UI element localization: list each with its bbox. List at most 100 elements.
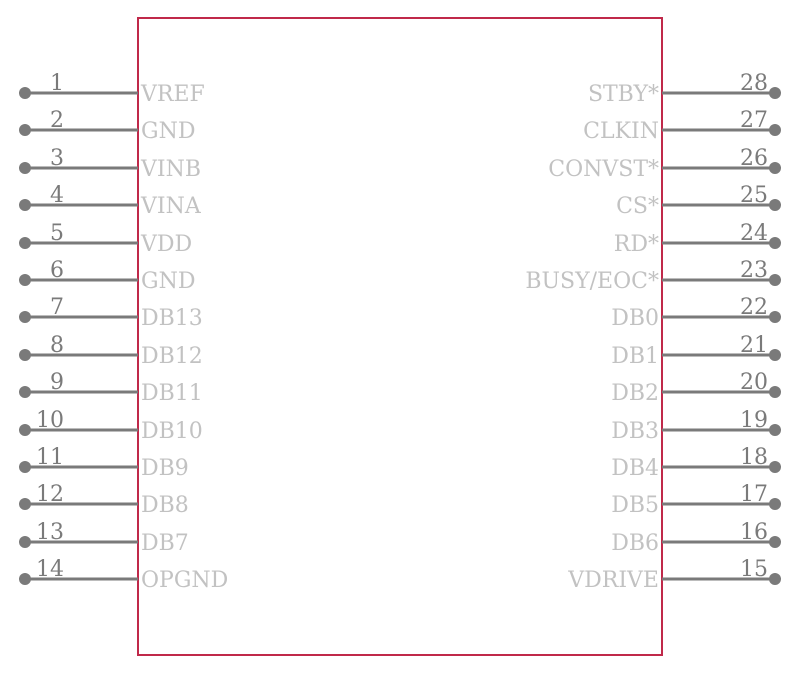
pin-number: 5 (50, 221, 64, 246)
pin-name: DB3 (611, 419, 659, 444)
pin-terminal (19, 162, 31, 174)
pin-terminal (19, 311, 31, 323)
pin-13: 13 DB7 (19, 520, 189, 556)
pin-number: 11 (36, 445, 64, 470)
pin-26: 26 CONVST* (548, 146, 781, 182)
pin-3: 3 VINB (19, 146, 201, 182)
pin-name: OPGND (141, 568, 228, 593)
pin-number: 20 (740, 370, 768, 395)
pin-name: DB13 (141, 306, 203, 331)
pin-number: 24 (740, 221, 768, 246)
pin-number: 12 (36, 482, 64, 507)
pin-22: 22 DB0 (611, 295, 781, 331)
pin-number: 10 (36, 408, 64, 433)
pin-name: VINB (140, 157, 201, 182)
pin-terminal (19, 199, 31, 211)
pin-terminal (769, 424, 781, 436)
pin-terminal (19, 237, 31, 249)
pin-name: DB5 (611, 493, 659, 518)
pin-number: 1 (50, 71, 64, 96)
pin-19: 19 DB3 (611, 408, 781, 444)
pin-name: VDRIVE (567, 568, 659, 593)
pin-name: STBY* (588, 82, 659, 107)
pin-terminal (19, 536, 31, 548)
pin-name: DB12 (141, 344, 203, 369)
pin-name: GND (141, 269, 195, 294)
pin-27: 27 CLKIN (583, 108, 781, 144)
pin-name: DB0 (611, 306, 659, 331)
pin-name: CS* (616, 194, 659, 219)
pin-number: 18 (740, 445, 768, 470)
pin-name: CLKIN (583, 119, 659, 144)
pin-terminal (19, 87, 31, 99)
pin-1: 1 VREF (19, 71, 205, 107)
pin-number: 13 (36, 520, 64, 545)
pin-number: 15 (740, 557, 768, 582)
pin-6: 6 GND (19, 258, 195, 294)
pin-name: BUSY/EOC* (525, 269, 659, 294)
pin-terminal (769, 237, 781, 249)
pin-number: 28 (740, 71, 768, 96)
pin-number: 6 (50, 258, 64, 283)
pin-24: 24 RD* (614, 221, 781, 257)
pin-name: DB4 (611, 456, 659, 481)
pin-terminal (769, 87, 781, 99)
pin-18: 18 DB4 (611, 445, 781, 481)
pin-terminal (769, 498, 781, 510)
pin-number: 3 (50, 146, 64, 171)
pin-number: 14 (36, 557, 64, 582)
pin-28: 28 STBY* (588, 71, 781, 107)
pin-terminal (19, 461, 31, 473)
pin-terminal (19, 386, 31, 398)
pin-number: 21 (740, 333, 768, 358)
pin-15: 15 VDRIVE (567, 557, 781, 593)
pin-terminal (19, 349, 31, 361)
pin-number: 2 (50, 108, 64, 133)
pin-name: DB10 (141, 419, 203, 444)
pin-name: RD* (614, 232, 659, 257)
pin-terminal (769, 162, 781, 174)
pin-name: DB1 (611, 344, 659, 369)
pin-terminal (769, 274, 781, 286)
pin-terminal (769, 311, 781, 323)
pin-terminal (19, 124, 31, 136)
pin-name: VINA (140, 194, 202, 219)
pin-number: 22 (740, 295, 768, 320)
pin-10: 10 DB10 (19, 408, 203, 444)
pin-name: VREF (140, 82, 205, 107)
pin-terminal (769, 124, 781, 136)
pin-number: 27 (740, 108, 768, 133)
pin-name: GND (141, 119, 195, 144)
pin-number: 19 (740, 408, 768, 433)
pin-name: DB6 (611, 531, 659, 556)
pin-number: 17 (740, 482, 768, 507)
pin-terminal (769, 461, 781, 473)
pin-17: 17 DB5 (611, 482, 781, 518)
pin-number: 4 (50, 183, 64, 208)
pin-7: 7 DB13 (19, 295, 203, 331)
pin-number: 7 (50, 295, 64, 320)
pin-terminal (769, 199, 781, 211)
pin-number: 16 (740, 520, 768, 545)
pin-name: DB7 (141, 531, 189, 556)
pin-5: 5 VDD (19, 221, 192, 257)
pin-14: 14 OPGND (19, 557, 228, 593)
pin-terminal (19, 573, 31, 585)
pin-2: 2 GND (19, 108, 195, 144)
pin-name: VDD (140, 232, 192, 257)
pin-number: 26 (740, 146, 768, 171)
pin-name: CONVST* (548, 157, 659, 182)
pin-16: 16 DB6 (611, 520, 781, 556)
pin-21: 21 DB1 (611, 333, 781, 369)
pin-name: DB11 (141, 381, 203, 406)
pin-terminal (769, 536, 781, 548)
